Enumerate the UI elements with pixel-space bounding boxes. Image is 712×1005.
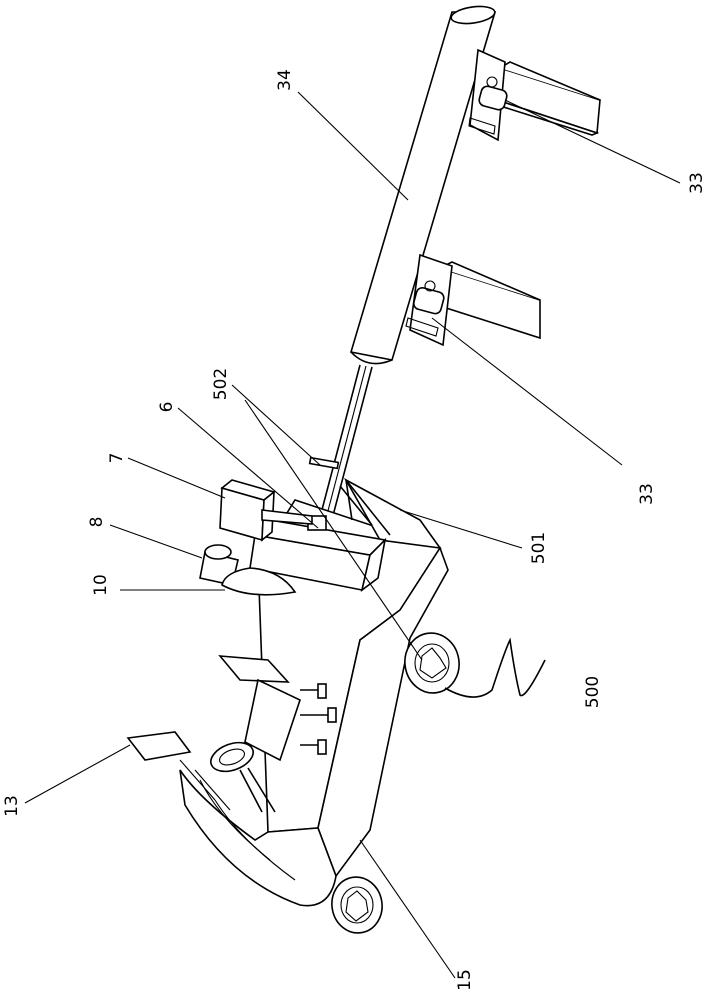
label-33-lower: 33 xyxy=(637,483,657,505)
label-7: 7 xyxy=(107,453,127,464)
label-10: 10 xyxy=(91,574,111,596)
label-501: 501 xyxy=(529,532,549,564)
label-500: 500 xyxy=(583,676,603,708)
label-8: 8 xyxy=(87,517,107,528)
support-stand-33-upper xyxy=(469,50,600,140)
label-33-upper: 33 xyxy=(687,172,707,194)
wheel-rear xyxy=(328,873,387,937)
label-6: 6 xyxy=(157,402,177,413)
label-15: 15 xyxy=(455,969,475,991)
label-13: 13 xyxy=(2,795,22,817)
label-34: 34 xyxy=(275,69,295,91)
label-502: 502 xyxy=(211,368,231,400)
pedal-plate-13 xyxy=(128,732,230,810)
support-stand-33-lower xyxy=(406,255,540,345)
cable-500 xyxy=(445,640,545,697)
